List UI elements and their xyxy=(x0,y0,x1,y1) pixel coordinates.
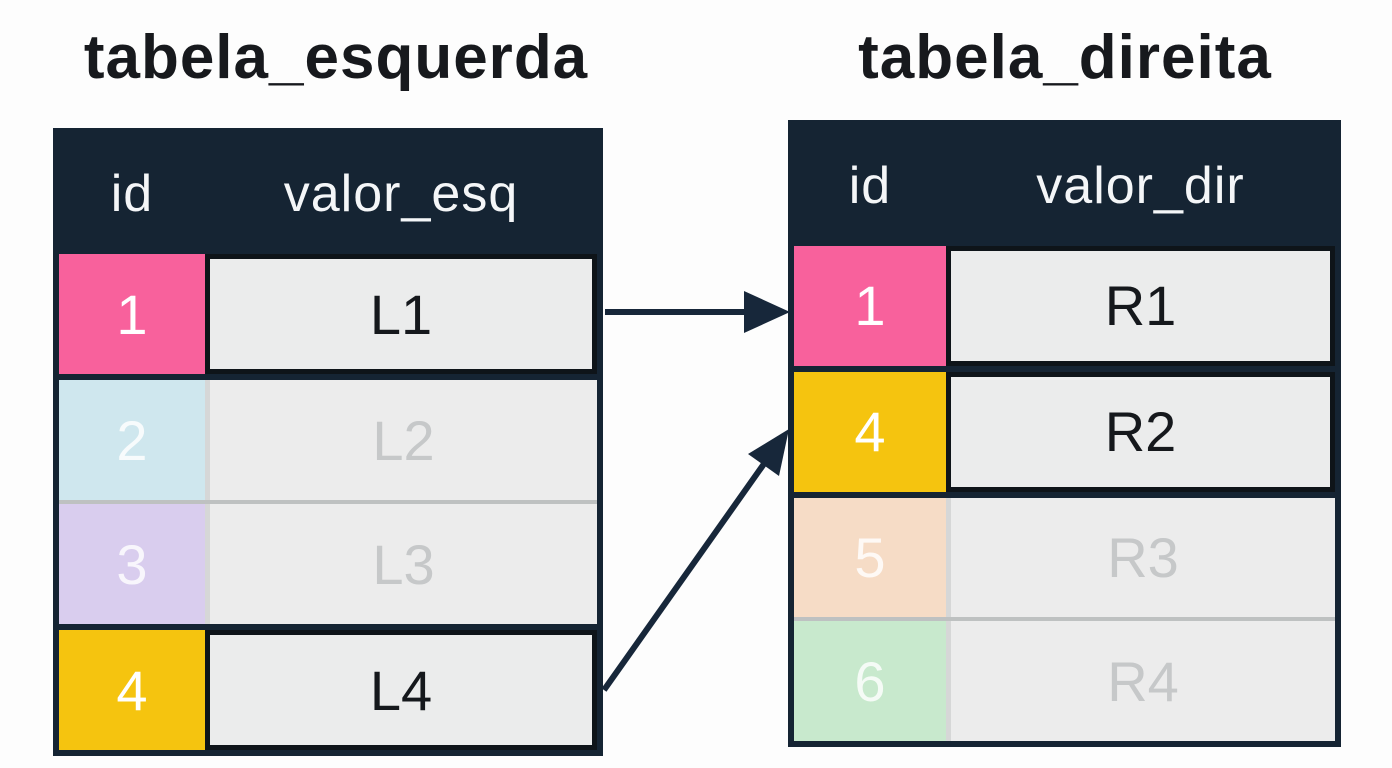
table-row: 1 L1 xyxy=(59,254,597,380)
left-table-title: tabela_esquerda xyxy=(83,23,589,92)
right-header-valor-dir: valor_dir xyxy=(1036,157,1245,215)
value-cell: R3 xyxy=(946,497,1335,618)
value-cell: L2 xyxy=(205,380,597,500)
table-row: 2 L2 xyxy=(59,380,597,500)
table-row: 4 R2 xyxy=(794,371,1335,498)
value-cell: L4 xyxy=(205,630,597,750)
right-table-header: id valor_dir xyxy=(794,126,1335,246)
arrow-l1-to-r1 xyxy=(605,291,790,333)
id-cell: 1 xyxy=(794,246,946,366)
left-table-header: id valor_esq xyxy=(59,134,597,254)
table-row: 4 L4 xyxy=(59,624,597,750)
id-cell: 1 xyxy=(59,254,205,374)
left-header-valor-esq: valor_esq xyxy=(283,165,519,223)
value-cell: R1 xyxy=(946,246,1335,366)
left-header-id: id xyxy=(110,165,154,223)
table-row: 5 R3 xyxy=(794,497,1335,618)
table-row: 6 R4 xyxy=(794,617,1335,741)
id-cell: 4 xyxy=(794,371,946,492)
left-table: id valor_esq 1 L1 2 L2 3 L3 4 L4 xyxy=(53,128,603,756)
id-cell: 2 xyxy=(59,380,205,500)
right-header-id: id xyxy=(848,157,892,215)
id-cell: 3 xyxy=(59,504,205,624)
right-table: id valor_dir 1 R1 4 R2 5 R3 6 R4 xyxy=(788,120,1341,747)
id-cell: 6 xyxy=(794,621,946,741)
table-row: 3 L3 xyxy=(59,500,597,624)
id-cell: 5 xyxy=(794,497,946,618)
value-cell: L3 xyxy=(205,504,597,624)
right-table-title: tabela_direita xyxy=(858,23,1272,92)
value-cell: R4 xyxy=(946,621,1335,741)
value-cell: L1 xyxy=(205,254,597,374)
arrow-l4-to-r2 xyxy=(601,429,789,692)
id-cell: 4 xyxy=(59,630,205,750)
table-row: 1 R1 xyxy=(794,246,1335,372)
value-cell: R2 xyxy=(946,371,1335,492)
